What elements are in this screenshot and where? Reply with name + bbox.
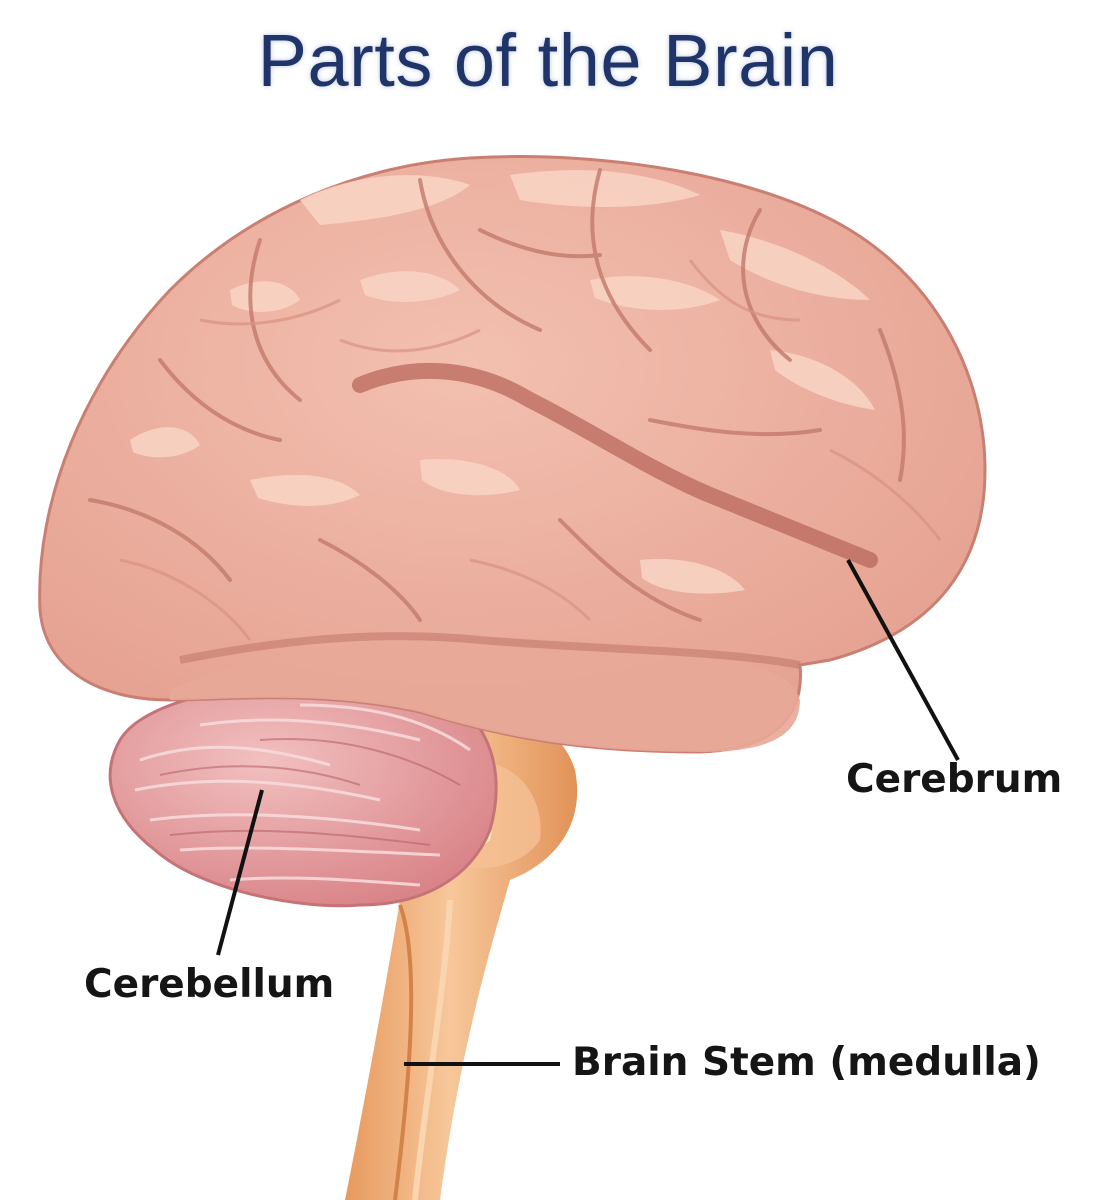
label-brain-stem: Brain Stem (medulla) <box>572 1040 1041 1085</box>
cerebrum-shape <box>40 157 985 752</box>
label-cerebellum: Cerebellum <box>84 962 334 1007</box>
label-cerebrum: Cerebrum <box>846 757 1062 802</box>
